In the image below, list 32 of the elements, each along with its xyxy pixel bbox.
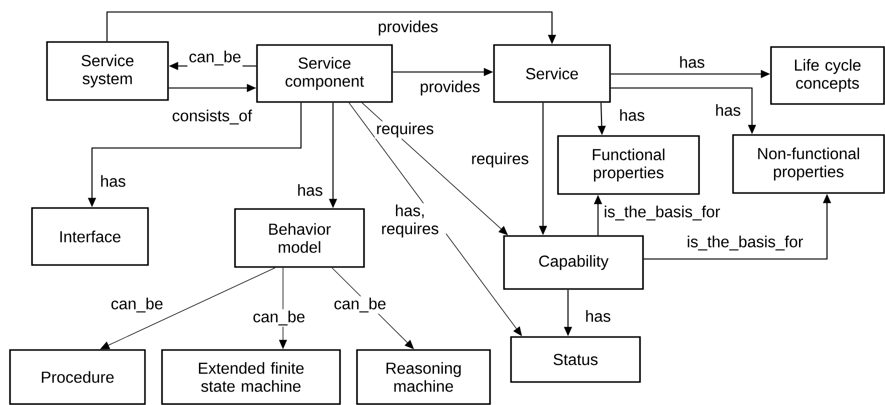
concept-box: Service [493,44,611,103]
edge-label: requires [470,151,530,169]
edge-label: consists_of [170,108,254,126]
edge-label: has [618,108,646,122]
edge-label: has, requires [374,203,446,239]
concept-box: Non-functional properties [732,134,885,194]
edge-label: has [714,102,742,118]
edge-label: provides [418,79,482,97]
concept-box: Functional properties [557,135,700,195]
arrow [100,267,276,350]
concept-box: Life cycle concepts [770,46,885,105]
edge-label: can_be [332,296,388,314]
concept-box: Interface [31,207,149,266]
concept-box: Reasoning machine [356,349,491,405]
edge-label: is_the_basis_for [685,234,805,252]
edge-label: can_be [187,49,243,67]
edge-label: has [296,182,324,198]
edge-label: has [98,174,128,188]
edge-label: can_be [109,296,165,314]
edge-label: can_be [251,309,307,327]
concept-box: Service system [46,41,169,101]
concept-box: Status [510,336,641,383]
concept-box: Capability [503,235,644,290]
concept-box: Service component [256,44,393,103]
edge-label: is_the_basis_for [602,204,722,222]
concept-box: Extended finite state machine [161,349,341,405]
edge-label: requires [374,121,436,139]
edge-label: provides [376,19,440,37]
concept-box: Behavior model [234,208,365,268]
edge-label: has [678,54,706,70]
edge-label: has [584,308,612,324]
concept-box: Procedure [9,349,146,405]
